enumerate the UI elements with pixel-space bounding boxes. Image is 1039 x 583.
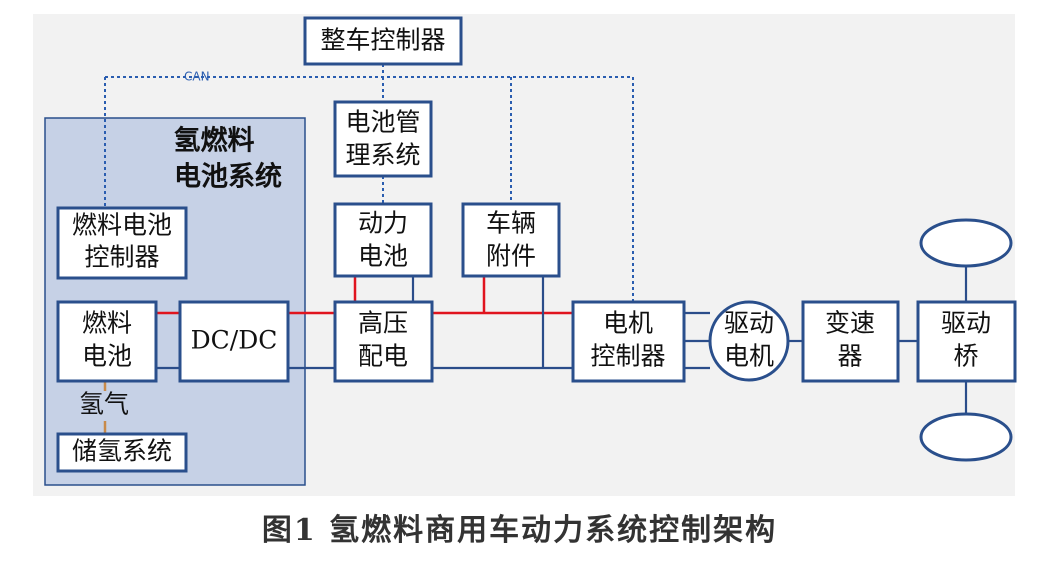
bms-label-line1: 电池管	[345, 108, 420, 137]
bms-box	[333, 100, 433, 178]
hv-distribution-label-line2: 配电	[358, 342, 408, 371]
fuel-cell-box	[56, 300, 158, 383]
gearbox-label-line1: 变速	[825, 309, 875, 338]
power-battery-box	[333, 202, 433, 278]
motor-controller-label-line2: 控制器	[590, 342, 665, 371]
vehicle-controller-label: 整车控制器	[320, 26, 445, 55]
top-wheel	[919, 218, 1013, 268]
fuel-cell-controller-label-line1: 燃料电池	[72, 211, 172, 240]
can-label: CAN	[184, 70, 210, 84]
high-voltage-bus	[156, 276, 573, 315]
fuel-cell-controller-label-line2: 控制器	[84, 243, 159, 272]
vehicle-accessories-box	[461, 202, 561, 278]
dcdc-box	[178, 300, 290, 383]
can-bus	[104, 64, 634, 302]
fuel-cell-system-title-line2: 电池系统	[174, 161, 282, 193]
vehicle-accessories-label-line2: 附件	[486, 242, 536, 271]
bottom-wheel	[919, 412, 1013, 462]
drive-motor-circle	[708, 300, 790, 382]
gearbox-label-line2: 器	[837, 342, 862, 371]
hydrogen-label: 氢气	[79, 390, 129, 419]
power-battery-label-line2: 电池	[358, 242, 408, 271]
hv-distribution-label-line1: 高压	[358, 309, 408, 338]
vehicle-controller-box	[303, 16, 463, 66]
drive-motor-label-line2: 电机	[724, 342, 774, 371]
fuel-cell-controller-box	[56, 206, 188, 280]
drive-axle-label-line2: 桥	[953, 342, 978, 371]
architecture-diagram: 氢燃料 电池系统 CAN 整车控制器 电池管	[33, 14, 1017, 496]
motor-controller-label-line1: 电机	[603, 309, 653, 338]
drive-axle-label-line1: 驱动	[941, 309, 991, 338]
fuel-cell-system-title-line1: 氢燃料	[174, 126, 255, 157]
hydrogen-storage-label: 储氢系统	[72, 437, 172, 466]
fuel-cell-label-line2: 电池	[82, 342, 132, 371]
drive-axle-box	[916, 300, 1017, 383]
hydrogen-storage-box	[56, 432, 188, 473]
hv-distribution-box	[333, 300, 434, 383]
vehicle-accessories-label-line1: 车辆	[486, 209, 536, 238]
low-voltage-bus	[156, 266, 968, 420]
gearbox-box	[801, 300, 900, 383]
drive-motor-label-line1: 驱动	[724, 309, 774, 338]
dcdc-label: DC/DC	[191, 326, 278, 355]
figure-caption: 图1 氢燃料商用车动力系统控制架构	[261, 513, 778, 548]
hydrogen-label-bg	[70, 391, 138, 421]
fuel-cell-label-line1: 燃料	[82, 309, 132, 338]
power-battery-label-line1: 动力	[358, 209, 408, 238]
bms-label-line2: 理系统	[345, 141, 420, 170]
motor-controller-box	[571, 300, 686, 383]
